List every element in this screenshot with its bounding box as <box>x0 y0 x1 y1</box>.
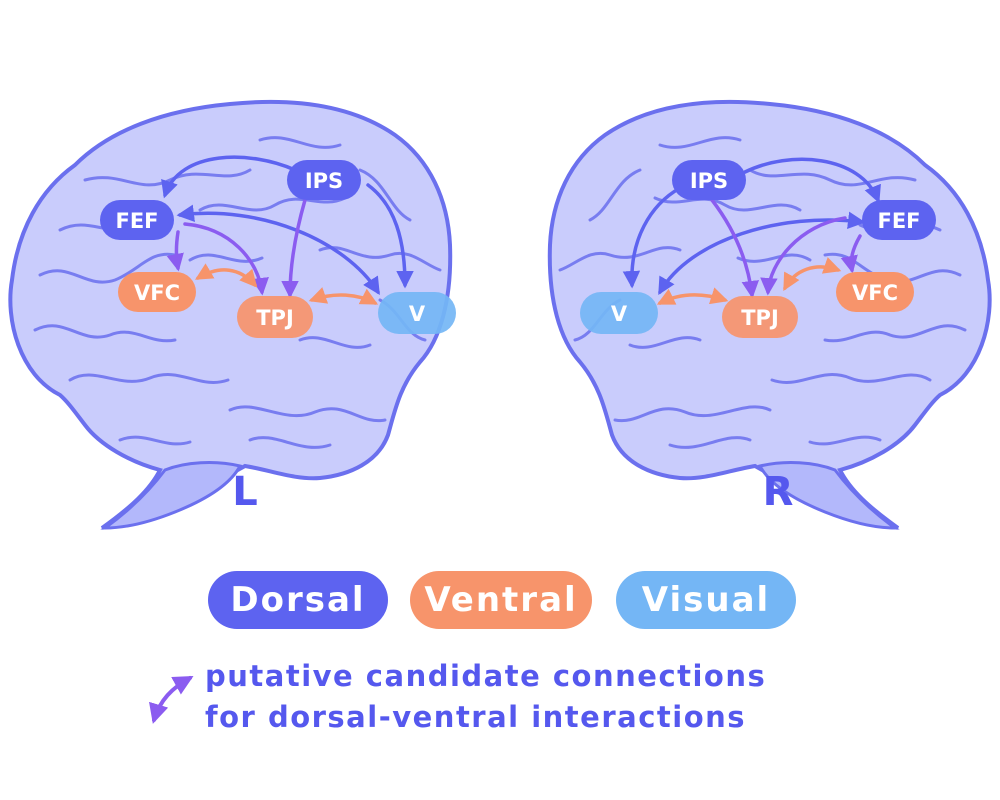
right-fef-tpj-candidate <box>760 216 847 296</box>
candidate-connection-arrow-icon <box>149 676 194 724</box>
right-node-ips-label: IPS <box>690 169 728 193</box>
left-node-v: V <box>378 292 456 334</box>
left-node-tpj: TPJ <box>237 296 313 338</box>
legend-visual: Visual <box>616 571 796 629</box>
right-ips-tpj-candidate <box>710 198 759 299</box>
left-node-fef-label: FEF <box>115 209 158 233</box>
left-ips-fef-arc <box>161 155 297 199</box>
note-line-1: putative candidate connections <box>205 659 767 693</box>
right-node-v: V <box>580 292 658 334</box>
right-ips-fef-arc <box>743 157 881 204</box>
right-hemisphere-label: R <box>763 469 794 515</box>
legend-dorsal-label: Dorsal <box>230 580 366 620</box>
right-tpj-v-arc <box>656 287 729 305</box>
right-ips-v-arc <box>622 186 682 289</box>
right-connections <box>622 157 881 305</box>
note-line-2: for dorsal-ventral interactions <box>205 700 747 734</box>
legend-dorsal: Dorsal <box>208 571 388 629</box>
left-fef-vfc-candidate <box>166 230 184 272</box>
right-node-tpj-label: TPJ <box>741 306 779 330</box>
right-node-tpj: TPJ <box>722 296 798 338</box>
legend-visual-label: Visual <box>641 580 771 620</box>
left-nodes: FEF IPS VFC TPJ V <box>100 160 456 338</box>
left-ips-tpj-candidate <box>281 198 307 299</box>
left-node-v-label: V <box>409 302 426 326</box>
legend-ventral: Ventral <box>410 571 592 629</box>
left-node-vfc-label: VFC <box>134 281 180 305</box>
right-node-vfc-label: VFC <box>852 281 898 305</box>
right-vfc-tpj-arc <box>783 257 842 292</box>
left-ips-v-arc <box>366 183 414 289</box>
right-node-fef-label: FEF <box>877 209 920 233</box>
left-vfc-tpj-arc <box>194 263 258 288</box>
right-node-fef: FEF <box>862 200 936 240</box>
left-node-ips-label: IPS <box>305 169 343 193</box>
right-node-ips: IPS <box>672 160 746 200</box>
right-fef-vfc-candidate <box>840 234 862 274</box>
left-fef-tpj-candidate <box>183 222 269 296</box>
right-node-vfc: VFC <box>836 272 914 312</box>
right-nodes: FEF IPS VFC TPJ V <box>580 160 936 338</box>
left-connections <box>161 155 414 305</box>
left-node-vfc: VFC <box>118 272 196 312</box>
legend-ventral-label: Ventral <box>424 580 578 620</box>
left-hemisphere-label: L <box>232 469 258 515</box>
left-node-fef: FEF <box>100 200 174 240</box>
left-tpj-v-arc <box>308 287 379 305</box>
left-node-tpj-label: TPJ <box>256 306 294 330</box>
right-node-v-label: V <box>611 302 628 326</box>
left-node-ips: IPS <box>287 160 361 200</box>
